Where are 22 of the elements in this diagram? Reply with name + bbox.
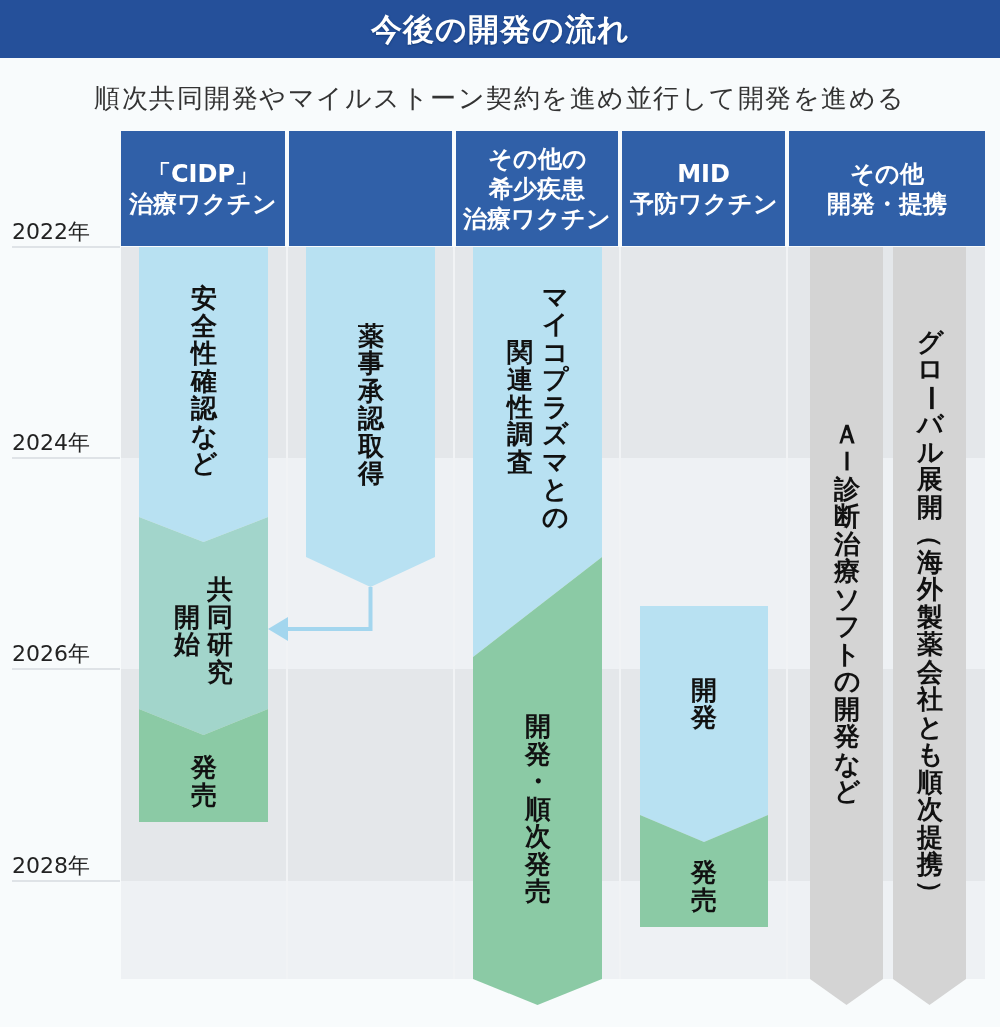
- year-label: 2022年: [12, 219, 90, 245]
- phase-label: 発売: [691, 858, 717, 914]
- phase-label: 開発・順次発売: [524, 712, 551, 906]
- phase-label: 安全性確認など: [190, 284, 217, 478]
- phase-label: 薬事承認取得: [357, 322, 384, 487]
- year-label: 2024年: [12, 430, 90, 456]
- phase-label: 発売: [190, 753, 217, 809]
- phase-label: ＡＩ診断治療ソフトの開発など: [833, 420, 860, 805]
- year-label: 2026年: [12, 641, 90, 667]
- column-header: その他の希少疾患治療ワクチン: [456, 131, 618, 246]
- column-header: 「CIDP」治療ワクチン: [121, 131, 285, 246]
- phase-label: マイコプラズマとの関連性調査: [507, 283, 568, 532]
- column-header: MID予防ワクチン: [622, 131, 785, 246]
- column-header: その他開発・提携: [789, 131, 985, 246]
- year-label: 2028年: [12, 853, 90, 879]
- phase-label: 開発: [691, 676, 717, 731]
- column-header: [289, 131, 452, 246]
- phase-label: グローバル展開（海外製薬会社とも順次提携）: [916, 328, 943, 907]
- subtitle: 順次共同開発やマイルストーン契約を進め並行して開発を進める: [94, 82, 906, 115]
- phase-label: 共同研究開始: [174, 576, 233, 686]
- title-banner: 今後の開発の流れ: [0, 0, 1000, 58]
- connector-arrow: [268, 587, 373, 641]
